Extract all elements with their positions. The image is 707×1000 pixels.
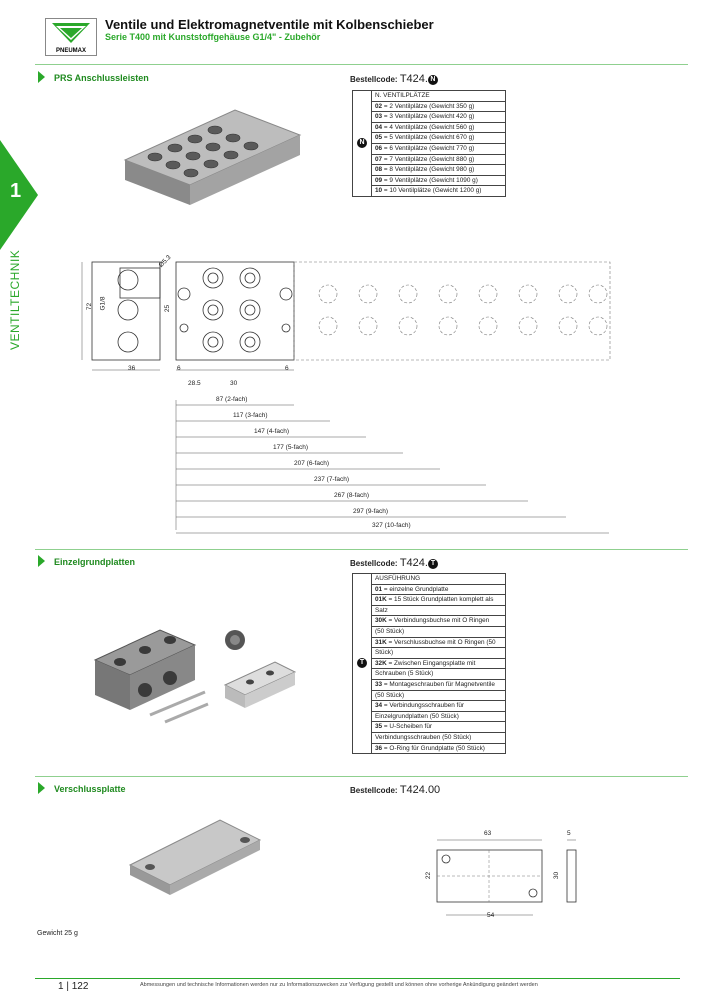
table-row: (50 Stück) [353, 625, 506, 638]
section-divider [35, 64, 688, 65]
dim-30: 30 [230, 380, 238, 387]
table-row: 34 = Verbindungsschrauben für [353, 700, 506, 712]
order-code-verschluss: Bestellcode: T424.00 [350, 784, 441, 796]
logo-text: PNEUMAX [56, 48, 86, 54]
cover-plate-drawing [436, 839, 577, 916]
dim-length-9: 297 (9-fach) [353, 508, 389, 515]
dim-length-7: 237 (7-fach) [314, 476, 350, 483]
table-row: 09 = 9 Ventilplätze (Gewicht 1090 g) [353, 174, 506, 187]
table-row: Einzelgrundplatten (50 Stück) [353, 710, 506, 723]
dim-22: 22 [425, 871, 433, 880]
section-heading-einzel: Einzelgrundplatten [54, 557, 135, 567]
table-row: 02 = 2 Ventilplätze (Gewicht 350 g) [353, 100, 506, 113]
table-row: 33 = Montageschrauben für Magnetventile [353, 678, 506, 691]
dim-6b: 6 [285, 365, 289, 372]
options-table-einzel: T AUSFÜHRUNG 01 = einzelne Grundplatte 0… [352, 572, 506, 755]
chapter-tab [0, 140, 38, 250]
table-row: Satz [353, 604, 506, 617]
dim-length-6: 207 (6-fach) [294, 460, 330, 467]
dim-length-3: 117 (3-fach) [233, 412, 268, 419]
table-row: 01 = einzelne Grundplatte [353, 583, 506, 596]
dim-g18: G1/8 [99, 296, 107, 311]
dim-length-8: 267 (8-fach) [334, 492, 370, 499]
dim-length-10: 327 (10-fach) [372, 522, 411, 529]
manifold-technical-drawing [81, 261, 611, 534]
options-table-prs: N N. VENTILPLÄTZE 02 = 2 Ventilplätze (G… [352, 90, 506, 197]
order-code-einzel: Bestellcode: T424.T [350, 557, 438, 569]
dim-28-5: 28.5 [188, 380, 201, 387]
dim-36: 36 [128, 365, 136, 372]
cover-plate-product-image [128, 819, 262, 895]
table-row: 10 = 10 Ventilplätze (Gewicht 1200 g) [353, 185, 506, 197]
manifold-product-image [123, 109, 302, 205]
table-row: 03 = 3 Ventilplätze (Gewicht 420 g) [353, 111, 506, 123]
page-title: Ventile und Elektromagnetventile mit Kol… [105, 17, 434, 32]
dim-5: 5 [567, 830, 571, 837]
section-heading-prs: PRS Anschlussleisten [54, 73, 149, 83]
section-arrow-icon [38, 71, 45, 83]
dim-length-2: 87 (2-fach) [216, 396, 248, 403]
section-arrow-icon [38, 555, 45, 567]
page-subtitle: Serie T400 mit Kunststoffgehäuse G1/4" -… [105, 32, 321, 42]
table-row: Verbindungsschrauben (50 Stück) [353, 731, 506, 744]
table-row: 36 = O-Ring für Grundplatte (50 Stück) [353, 742, 506, 755]
chapter-number: 1 [10, 180, 22, 202]
table-row: 01K = 15 Stück Grundplatten komplett als [353, 594, 506, 606]
table-row: 30K = Verbindungsbuchse mit O Ringen [353, 615, 506, 627]
weight-note: Gewicht 25 g [37, 930, 78, 937]
table-row: (50 Stück) [353, 689, 506, 702]
section-divider [35, 549, 688, 550]
table-row: 08 = 8 Ventilplätze (Gewicht 980 g) [353, 164, 506, 176]
order-code-prs: Bestellcode: T424.N [350, 73, 438, 85]
section-divider [35, 776, 688, 777]
table-row: 31K = Verschlussbuchse mit O Ringen (50 [353, 636, 506, 649]
dim-height: 72 [86, 302, 94, 311]
dim-30: 30 [553, 871, 561, 880]
footer-divider [35, 978, 680, 979]
page-number: 1 | 122 [58, 981, 89, 992]
base-plate-product-image [93, 629, 297, 724]
section-heading-verschluss: Verschlussplatte [54, 784, 126, 794]
badge-t-icon: T [357, 658, 367, 669]
chapter-label: VENTILTECHNIK [8, 249, 22, 350]
table-row: 04 = 4 Ventilplätze (Gewicht 560 g) [353, 121, 506, 134]
dim-25: 25 [164, 304, 172, 313]
table-row: Schrauben (5 Stück) [353, 668, 506, 680]
dim-54: 54 [487, 912, 495, 919]
section-arrow-icon [38, 782, 45, 794]
dim-length-5: 177 (5-fach) [273, 444, 309, 451]
dim-63: 63 [484, 830, 492, 837]
pneumax-logo: PNEUMAX [45, 18, 97, 56]
table-row: 32K = Zwischen Eingangsplatte mit [353, 657, 506, 670]
dim-6a: 6 [177, 365, 181, 372]
table-row: Stück) [353, 647, 506, 659]
disclaimer: Abmessungen und technische Informationen… [140, 982, 538, 988]
table-row: 35 = U-Scheiben für [353, 721, 506, 733]
table-row: 07 = 7 Ventilplätze (Gewicht 880 g) [353, 153, 506, 166]
dim-length-4: 147 (4-fach) [254, 428, 290, 435]
table-row: 06 = 6 Ventilplätze (Gewicht 770 g) [353, 142, 506, 155]
badge-n-icon: N [357, 138, 367, 149]
table-row: 05 = 5 Ventilplätze (Gewicht 670 g) [353, 132, 506, 144]
